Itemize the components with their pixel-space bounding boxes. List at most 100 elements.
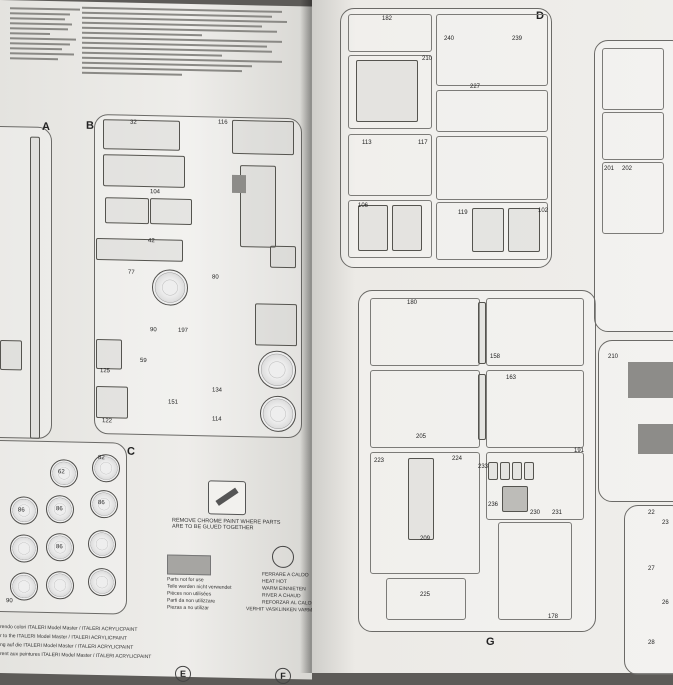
part-number: 239 bbox=[512, 36, 523, 42]
sprue-g-part bbox=[502, 486, 528, 512]
sprue-b-label: B bbox=[86, 119, 94, 132]
sprue-b-part bbox=[255, 303, 297, 347]
paint-line-0: rendo colori ITALERI Model Master / ITAL… bbox=[0, 624, 138, 633]
sprue-g-label: G bbox=[486, 636, 495, 648]
part-number: 77 bbox=[128, 269, 135, 276]
part-number: 231 bbox=[552, 510, 563, 516]
part-number: 233 bbox=[478, 464, 489, 470]
part-number: 27 bbox=[648, 566, 655, 572]
not-used-swatch bbox=[167, 554, 211, 576]
sprue-d-cell bbox=[436, 136, 548, 200]
sprue-g-cell bbox=[370, 452, 480, 574]
sprue-d-part bbox=[392, 205, 422, 251]
sprue-b-part bbox=[103, 154, 185, 188]
sprue-g-part bbox=[408, 458, 434, 540]
wheel-number: 86 bbox=[56, 506, 63, 513]
part-number: 210 bbox=[422, 56, 433, 62]
sprue-b-part-round bbox=[258, 350, 296, 390]
part-number: 122 bbox=[102, 418, 113, 425]
wheel-number: 86 bbox=[18, 507, 25, 514]
wheel-part bbox=[92, 453, 120, 483]
sprue-d-cell bbox=[348, 14, 432, 52]
sprue-g-cell bbox=[486, 298, 584, 366]
part-number: 151 bbox=[168, 399, 179, 406]
sprue-g-frame bbox=[358, 290, 596, 632]
part-number: 104 bbox=[150, 189, 161, 196]
sprue-d-part bbox=[508, 208, 540, 252]
sprue-g-part bbox=[524, 462, 534, 480]
part-number: 210 bbox=[608, 354, 619, 360]
heat-rivet-icon bbox=[272, 545, 294, 569]
sprue-g-cell bbox=[370, 370, 480, 448]
part-number: 178 bbox=[548, 614, 559, 620]
left-instruction-page: A B 32 116 104 42 77 80 197 90 125 59 12… bbox=[0, 0, 323, 685]
sprue-d-cell bbox=[348, 200, 432, 258]
legend-heat-1: HEAT HOT bbox=[262, 578, 287, 586]
sprue-d-part bbox=[356, 60, 418, 122]
part-number: 113 bbox=[362, 140, 372, 146]
legend-not-used-0: Parts not for use bbox=[167, 576, 204, 584]
sprue-b-part bbox=[96, 386, 128, 419]
sprue-d-part bbox=[358, 205, 388, 251]
part-number: 180 bbox=[407, 300, 418, 306]
wheel-number: 86 bbox=[56, 544, 63, 551]
sprue-g-part bbox=[478, 374, 486, 440]
right-instruction-page: D 182 240 239 210 227 113 117 106 119 10… bbox=[312, 0, 673, 675]
sprue-b-part bbox=[96, 339, 122, 370]
sprue-a-label: A bbox=[42, 120, 50, 134]
sprue-g-part bbox=[488, 462, 498, 480]
part-number: 28 bbox=[648, 640, 655, 646]
sprue-d-cell bbox=[348, 55, 432, 129]
part-number: 59 bbox=[140, 357, 147, 365]
part-number: 240 bbox=[444, 36, 455, 42]
legend-not-used-4: Piezas a no utilizar bbox=[167, 604, 209, 612]
paint-line-1: r to the ITALERI Model Master / ITALERI … bbox=[0, 633, 127, 642]
paint-line-3: rent aux peintures ITALERI Model Master … bbox=[0, 651, 152, 661]
sprue-c-label: C bbox=[127, 445, 135, 458]
sprue-g-part bbox=[478, 302, 486, 364]
sprue-g-cell bbox=[386, 578, 466, 620]
part-number: 225 bbox=[420, 592, 431, 598]
step-marker-e: E bbox=[175, 665, 191, 683]
wheel-number: 86 bbox=[98, 500, 105, 507]
part-number: 32 bbox=[130, 119, 137, 126]
far-right-sprue-3 bbox=[624, 505, 673, 675]
part-number: 236 bbox=[488, 502, 499, 508]
paint-line-2: ng auf die ITALERI Model Master / ITALER… bbox=[0, 642, 134, 651]
wheel-number: 90 bbox=[6, 598, 13, 605]
part-number: 205 bbox=[416, 434, 427, 440]
wheel-part bbox=[88, 529, 116, 559]
sprue-a-rail bbox=[30, 136, 40, 439]
part-number: 102 bbox=[538, 208, 549, 214]
sprue-b-part bbox=[270, 245, 296, 269]
part-number: 106 bbox=[358, 203, 369, 209]
sprue-d-cell bbox=[436, 14, 548, 86]
part-number: 23 bbox=[662, 520, 669, 526]
part-number: 125 bbox=[100, 368, 111, 375]
sprue-d-part bbox=[472, 208, 504, 252]
instructions-text-block-2 bbox=[78, 2, 293, 117]
far-right-cell bbox=[602, 112, 664, 160]
part-number: 201 bbox=[604, 166, 615, 172]
not-used-part bbox=[628, 362, 673, 398]
not-used-part bbox=[638, 424, 673, 454]
wheel-number: 62 bbox=[58, 469, 65, 476]
part-number: 116 bbox=[218, 119, 228, 126]
sprue-a-frame bbox=[0, 125, 52, 440]
part-number: 90 bbox=[150, 327, 157, 334]
sprue-g-cell bbox=[370, 298, 480, 366]
part-number: 80 bbox=[212, 274, 219, 281]
part-number: 182 bbox=[382, 16, 393, 22]
far-right-cell bbox=[602, 162, 664, 234]
sprue-b-fan bbox=[152, 269, 188, 306]
wheel-part bbox=[88, 567, 116, 597]
part-number: 117 bbox=[418, 140, 428, 146]
sprue-b-part bbox=[150, 198, 192, 226]
sprue-g-cell bbox=[486, 370, 584, 448]
sprue-d-label: D bbox=[536, 10, 544, 22]
legend-not-used-2: Pièces non utilisées bbox=[167, 590, 212, 598]
sprue-b-part bbox=[103, 119, 180, 151]
sprue-b-part bbox=[232, 119, 294, 156]
sprue-b-part bbox=[96, 238, 183, 262]
part-number: 230 bbox=[530, 510, 541, 516]
